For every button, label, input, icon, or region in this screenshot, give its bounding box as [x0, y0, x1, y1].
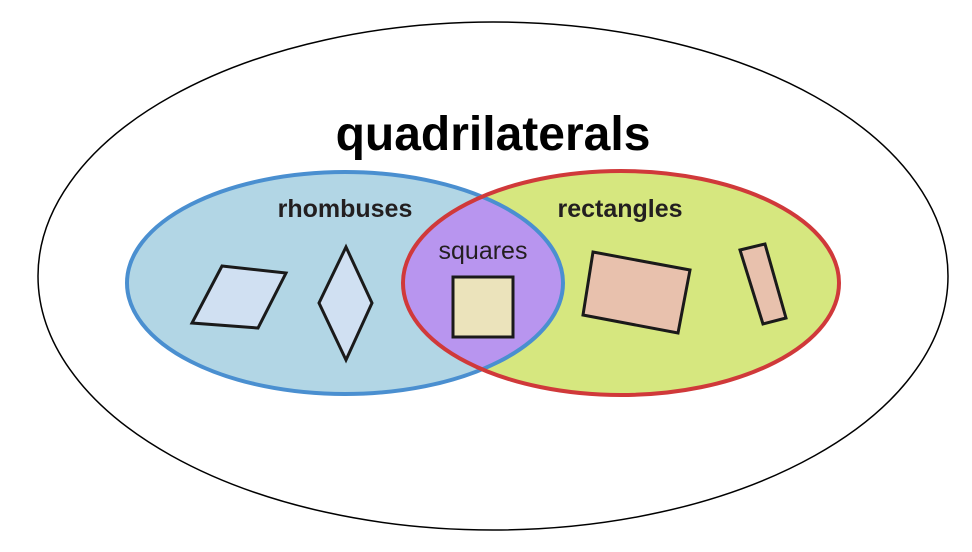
wide-rectangle-shape [581, 250, 692, 335]
rectangles-label: rectangles [557, 195, 682, 223]
parallelogram-rhombus-shape [189, 264, 289, 330]
rhombuses-label: rhombuses [278, 195, 413, 223]
square-shape [451, 275, 515, 339]
diamond-rhombus-shape [317, 243, 374, 364]
squares-label: squares [439, 237, 528, 265]
thin-rectangle-shape [738, 242, 788, 326]
rhombuses-set-outline [125, 170, 565, 396]
diagram-title: quadrilaterals [336, 108, 651, 161]
rectangles-set-outline [401, 169, 841, 397]
